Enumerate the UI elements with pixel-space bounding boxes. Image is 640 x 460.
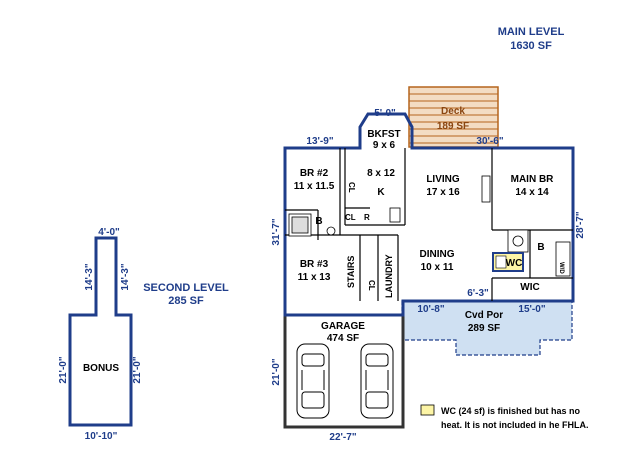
- wc-note: WC (24 sf) is finished but has no heat. …: [420, 404, 589, 430]
- note-line1: WC (24 sf) is finished but has no: [441, 406, 581, 416]
- dim-porch-right: 15'-0": [518, 304, 545, 315]
- r-label: R: [364, 213, 370, 222]
- dim-top-right: 30'-6": [476, 136, 503, 147]
- dim-left: 31'-7": [271, 218, 282, 245]
- garage: GARAGE 474 SF: [283, 313, 405, 429]
- dim-bonus-bottom: 10'-10": [85, 431, 118, 442]
- cl2-label: CL: [345, 213, 356, 222]
- wc-room: WC: [492, 252, 524, 272]
- dim-bonus-body-left: 21'-0": [58, 356, 69, 383]
- main-dimensions: 13'-9" 5'-0" 30'-6" 31'-7" 28'-7" 21'-0"…: [271, 108, 586, 443]
- dim-bonus-neck-left: 14'-3": [84, 263, 95, 290]
- dim-top-left: 13'-9": [306, 136, 333, 147]
- living-size: 17 x 16: [426, 187, 460, 198]
- kitchen-size: 8 x 12: [367, 168, 395, 179]
- dim-bonus-neck-right: 14'-3": [120, 263, 131, 290]
- living-label: LIVING: [426, 174, 460, 185]
- main-outline: [283, 112, 575, 317]
- interior-walls: [285, 148, 573, 301]
- dim-right: 28'-7": [575, 211, 586, 238]
- porch-area: 289 SF: [468, 323, 500, 334]
- cl1-label: CL: [347, 182, 356, 193]
- bath1-label: B: [315, 216, 322, 227]
- bath2-label: B: [537, 242, 544, 253]
- dining-size: 10 x 11: [421, 262, 454, 273]
- covered-porch: Cvd Por 289 SF: [401, 300, 573, 356]
- room-labels: BKFST 9 x 6 BR #2 11 x 11.5 8 x 12 K LIV…: [294, 129, 564, 298]
- dim-garage-left: 21'-0": [271, 358, 282, 385]
- deck-area: 189 SF: [437, 121, 469, 132]
- wic-label: WIC: [520, 282, 539, 293]
- second-level-title: SECOND LEVEL: [143, 282, 229, 294]
- dim-bonus-body-right: 21'-0": [132, 356, 143, 383]
- main-level-area: 1630 SF: [510, 40, 552, 52]
- kitchen-label: K: [377, 187, 385, 198]
- br3-label: BR #3: [300, 259, 329, 270]
- br3-size: 11 x 13: [298, 272, 331, 283]
- note-swatch: [420, 404, 435, 416]
- cl3-label: CL: [367, 280, 376, 291]
- second-level-area: 285 SF: [168, 295, 204, 307]
- car-icon: [296, 343, 330, 419]
- dim-garage-bottom: 22'-7": [329, 432, 356, 443]
- dim-porch-mid: 6'-3": [467, 288, 489, 299]
- dim-porch-left: 10'-8": [417, 304, 444, 315]
- deck-label: Deck: [441, 106, 465, 117]
- porch-label: Cvd Por: [465, 310, 503, 321]
- wd-label: W/D: [558, 262, 564, 274]
- note-line2: heat. It is not included in he FHLA.: [441, 420, 589, 430]
- bonus-label: BONUS: [83, 363, 119, 374]
- deck: Deck 189 SF: [408, 86, 499, 148]
- garage-area: 474 SF: [327, 333, 359, 344]
- wc-label: WC: [506, 258, 523, 269]
- laundry-label: LAUNDRY: [384, 254, 394, 298]
- garage-label: GARAGE: [321, 321, 365, 332]
- bonus-room: BONUS 4'-0" 14'-3" 14'-3" 21'-0" 21'-0" …: [58, 227, 143, 442]
- main-br-size: 14 x 14: [515, 187, 549, 198]
- br2-size: 11 x 11.5: [294, 181, 335, 192]
- main-br-label: MAIN BR: [511, 174, 555, 185]
- bkfst-label: BKFST: [367, 129, 400, 140]
- dining-label: DINING: [420, 249, 455, 260]
- br2-label: BR #2: [300, 168, 329, 179]
- stairs-label: STAIRS: [346, 256, 356, 288]
- dim-bonus-top: 4'-0": [98, 227, 120, 238]
- dim-top-mid: 5'-0": [374, 108, 396, 119]
- bkfst-size: 9 x 6: [373, 140, 396, 151]
- car-icon: [360, 343, 394, 419]
- main-level-title: MAIN LEVEL: [498, 26, 565, 38]
